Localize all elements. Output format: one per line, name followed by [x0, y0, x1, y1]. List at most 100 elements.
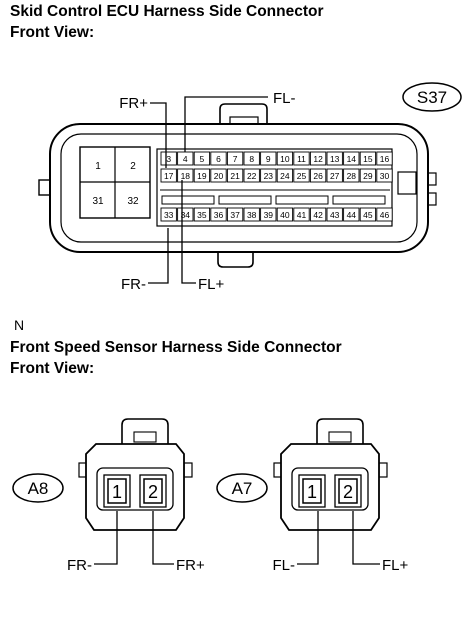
ecu-pin-number: 7 — [233, 154, 238, 164]
ecu-pin-field — [156, 148, 393, 227]
ecu-pin-cell — [160, 151, 177, 166]
ecu-bottom-latch — [217, 252, 254, 268]
ecu-pin-number: 14 — [347, 154, 357, 164]
a8-pin-1-box — [107, 478, 127, 504]
ecu-key-slot — [332, 195, 386, 205]
ecu-pin-cell — [260, 207, 277, 222]
ecu-pin-cell — [376, 168, 393, 183]
fr-minus-label: FR- — [121, 276, 146, 293]
a8-pin-2: 2 — [148, 482, 158, 502]
a7-left-label: FL- — [273, 557, 296, 574]
ecu-pin-number: 24 — [280, 171, 290, 181]
ecu-pin-number: 33 — [164, 210, 174, 220]
ecu-pin-number: 43 — [330, 210, 340, 220]
ecu-pin-cell — [193, 207, 211, 222]
ecu-key-slot — [161, 195, 215, 205]
ecu-cavity-2: 2 — [130, 161, 136, 172]
fr-minus-lead — [148, 228, 169, 284]
ecu-pin-number: 41 — [297, 210, 307, 220]
ecu-right-cavity — [397, 171, 417, 195]
ecu-connector-code: S37 — [417, 88, 447, 107]
ecu-pin-number: 25 — [297, 171, 307, 181]
fl-plus-lead — [181, 180, 196, 284]
a7-pin-2: 2 — [343, 482, 353, 502]
ecu-cavity-1: 1 — [95, 161, 101, 172]
ecu-pin-cell — [177, 168, 194, 183]
ecu-pin-number: 6 — [216, 154, 221, 164]
ecu-pin-cell — [343, 151, 360, 166]
ecu-pin-number: 28 — [347, 171, 357, 181]
ecu-pin-cell — [160, 207, 177, 222]
ecu-connector — [38, 103, 437, 268]
ecu-pin-cell — [326, 168, 343, 183]
sensor-connector-a7-pins — [302, 478, 358, 504]
ecu-top-latch — [219, 103, 268, 126]
ecu-pin-number: 45 — [363, 210, 373, 220]
ecu-pin-cell — [343, 207, 360, 222]
a7-code: A7 — [232, 479, 253, 498]
ecu-cavity-32: 32 — [127, 196, 139, 207]
ecu-pin-number: 27 — [330, 171, 340, 181]
ecu-pin-number: 29 — [363, 171, 373, 181]
a8-right-label: FR+ — [176, 557, 205, 574]
a8-code-badge — [12, 473, 64, 503]
ecu-pin-cell — [226, 207, 244, 222]
ecu-pin-cell — [276, 207, 294, 222]
ecu-pin-cell — [309, 168, 327, 183]
ecu-pin-cell — [243, 168, 260, 183]
ecu-pin-cell — [276, 151, 294, 166]
ecu-pin-cell — [359, 207, 377, 222]
a8-pin-1: 1 — [112, 482, 122, 502]
ecu-pin-number: 18 — [181, 171, 191, 181]
ecu-pin-cell — [359, 151, 377, 166]
ecu-pin-number: 23 — [264, 171, 274, 181]
note-letter: N — [14, 317, 25, 333]
ecu-key-slot — [275, 195, 329, 205]
ecu-pin-number: 12 — [313, 154, 323, 164]
ecu-pin-cell — [309, 207, 327, 222]
ecu-pin-cell — [276, 168, 294, 183]
ecu-pin-number: 40 — [280, 210, 290, 220]
a7-pin-1-box — [302, 478, 322, 504]
ecu-pin-number: 13 — [330, 154, 340, 164]
ecu-pin-number: 16 — [380, 154, 390, 164]
ecu-pin-cell — [193, 151, 211, 166]
ecu-pin-cell — [309, 151, 327, 166]
ecu-pin-cell — [326, 151, 343, 166]
ecu-pin-cell — [376, 151, 393, 166]
fl-minus-label: FL- — [273, 90, 296, 107]
ecu-pin-number: 42 — [313, 210, 323, 220]
sensor-connector-a8-pins — [107, 478, 163, 504]
a7-lead-lines — [297, 511, 380, 565]
fl-plus-label: FL+ — [198, 276, 225, 293]
ecu-pin-number: 4 — [183, 154, 188, 164]
ecu-pin-number: 26 — [313, 171, 323, 181]
ecu-pin-number: 36 — [214, 210, 224, 220]
ecu-pin-cell — [359, 168, 377, 183]
ecu-pin-cell — [210, 168, 227, 183]
ecu-pin-cell — [210, 151, 227, 166]
ecu-pin-number: 34 — [181, 210, 191, 220]
ecu-pin-number: 21 — [230, 171, 240, 181]
ecu-pin-number: 22 — [247, 171, 257, 181]
ecu-pin-number: 44 — [347, 210, 357, 220]
ecu-pin-number: 20 — [214, 171, 224, 181]
ecu-pin-cell — [226, 168, 244, 183]
ecu-pin-cell — [226, 151, 244, 166]
a7-code-badge — [216, 473, 268, 503]
ecu-pin-number: 37 — [230, 210, 240, 220]
ecu-pin-number: 39 — [264, 210, 274, 220]
sensor-front-view-label: Front View: — [10, 360, 95, 377]
a7-right-label: FL+ — [382, 557, 409, 574]
fr-plus-label: FR+ — [119, 95, 148, 112]
a8-pin-2-box — [143, 478, 163, 504]
ecu-pin-number: 8 — [249, 154, 254, 164]
ecu-key-slot — [218, 195, 272, 205]
a7-pin-1: 1 — [307, 482, 317, 502]
ecu-pin-cell — [243, 207, 260, 222]
ecu-pin-number: 9 — [266, 154, 271, 164]
ecu-pin-cell — [343, 168, 360, 183]
fr-plus-lead — [150, 102, 167, 168]
ecu-cavity-31: 31 — [92, 196, 104, 207]
